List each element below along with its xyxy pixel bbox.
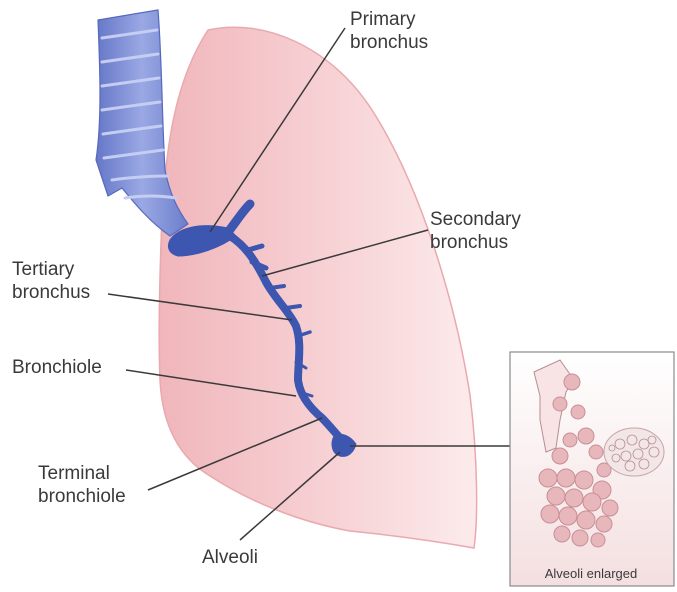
label-terminal-bronchiole: Terminal bronchiole (38, 462, 126, 508)
alveoli-enlarged-inset (510, 352, 674, 586)
label-bronchiole: Bronchiole (12, 356, 102, 379)
inset-capillary-cluster (604, 428, 664, 476)
label-primary-bronchus: Primary bronchus (350, 8, 428, 54)
lung (159, 27, 476, 548)
label-secondary-bronchus: Secondary bronchus (430, 208, 521, 254)
label-alveoli: Alveoli (202, 546, 258, 569)
label-tertiary-bronchus: Tertiary bronchus (12, 258, 90, 304)
inset-caption: Alveoli enlarged (512, 566, 670, 581)
